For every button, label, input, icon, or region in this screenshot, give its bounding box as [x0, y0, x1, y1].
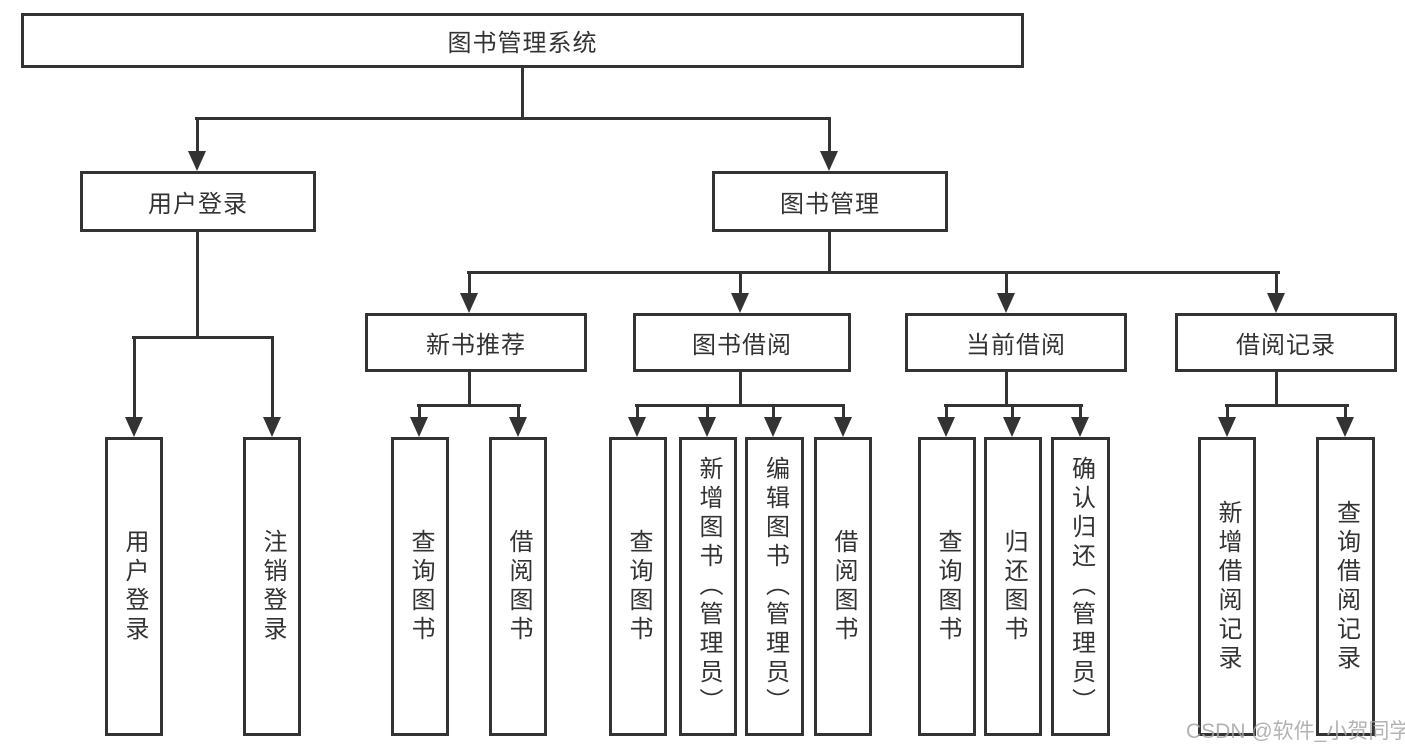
connector-vline: [517, 404, 520, 419]
connector-vline: [1011, 404, 1014, 419]
node-label: 查询图书: [407, 528, 434, 645]
node-user-login: 用户登录: [80, 171, 316, 232]
connector-vline: [1005, 370, 1008, 406]
node-borrowing-records: 借阅记录: [1175, 313, 1397, 372]
connector-vline: [706, 404, 709, 419]
arrow-down-icon: [410, 417, 428, 437]
leaf-current-return-books: 归还图书: [984, 437, 1042, 736]
node-label: 图书借阅: [692, 332, 792, 359]
watermark: CSDN @软件_小贺同学: [1186, 720, 1405, 743]
arrow-down-icon: [1003, 417, 1021, 437]
connector-vline: [271, 336, 274, 418]
node-label: 查询借阅记录: [1332, 499, 1360, 674]
arrow-down-icon: [1267, 293, 1285, 313]
connector-hline: [1225, 404, 1349, 407]
connector-vline: [1079, 404, 1082, 419]
connector-vline: [1275, 271, 1278, 295]
leaf-current-confirm-return-admin: 确认归还（管理员）: [1051, 437, 1110, 736]
arrow-down-icon: [1336, 417, 1354, 437]
connector-vline: [418, 404, 421, 419]
node-label: 借阅图书: [830, 528, 857, 645]
node-current-borrowing: 当前借阅: [905, 313, 1127, 372]
connector-vline: [196, 117, 199, 152]
connector-vline: [828, 117, 831, 152]
connector-vline: [133, 336, 136, 418]
leaf-records-query-borrow-record: 查询借阅记录: [1316, 437, 1375, 736]
connector-vline: [739, 271, 742, 295]
connector-vline: [636, 404, 639, 419]
arrow-down-icon: [698, 417, 716, 437]
node-book-borrowing: 图书借阅: [633, 313, 851, 372]
leaf-user-login: 用户登录: [105, 437, 163, 736]
arrow-down-icon: [460, 293, 478, 313]
node-label: 查询图书: [625, 528, 652, 645]
node-label: 借阅记录: [1236, 332, 1336, 359]
connector-vline: [1344, 404, 1347, 419]
node-book-management: 图书管理: [712, 171, 948, 232]
leaf-logout: 注销登录: [243, 437, 301, 736]
node-label: 新书推荐: [426, 332, 526, 359]
node-label: 注销登录: [259, 528, 286, 645]
connector-vline: [1226, 404, 1229, 419]
leaf-records-add-borrow-record: 新增借阅记录: [1198, 437, 1256, 736]
connector-hline: [417, 404, 521, 407]
arrow-down-icon: [764, 417, 782, 437]
arrow-down-icon: [628, 417, 646, 437]
node-new-book-recommend: 新书推荐: [365, 313, 587, 372]
connector-vline: [842, 404, 845, 419]
connector-hline: [195, 117, 831, 120]
arrow-down-icon: [263, 417, 281, 437]
node-label: 用户登录: [148, 191, 248, 218]
node-label: 查询图书: [934, 528, 961, 645]
arrow-down-icon: [188, 151, 206, 171]
connector-vline: [468, 370, 471, 406]
node-label: 新增借阅记录: [1214, 499, 1241, 674]
leaf-newbook-query-books: 查询图书: [391, 437, 449, 736]
connector-vline: [945, 404, 948, 419]
connector-vline: [739, 370, 742, 406]
node-label: 当前借阅: [966, 332, 1066, 359]
arrow-down-icon: [1218, 417, 1236, 437]
connector-vline: [1005, 271, 1008, 295]
arrow-down-icon: [125, 417, 143, 437]
arrow-down-icon: [937, 417, 955, 437]
leaf-newbook-borrow-books: 借阅图书: [489, 437, 547, 736]
arrow-down-icon: [1071, 417, 1089, 437]
node-label: 编辑图书（管理员）: [761, 456, 789, 717]
arrow-down-icon: [509, 417, 527, 437]
node-label: 图书管理系统: [447, 30, 598, 57]
connector-vline: [828, 230, 831, 273]
connector-vline: [521, 68, 524, 118]
connector-vline: [772, 404, 775, 419]
connector-hline: [635, 404, 845, 407]
node-root-system: 图书管理系统: [21, 13, 1024, 68]
node-label: 归还图书: [1000, 528, 1027, 645]
connector-vline: [1275, 370, 1278, 406]
leaf-current-query-books: 查询图书: [918, 437, 976, 736]
arrow-down-icon: [997, 293, 1015, 313]
leaf-borrowing-add-books-admin: 新增图书（管理员）: [679, 437, 737, 736]
connector-hline: [132, 336, 274, 339]
node-label: 借阅图书: [505, 528, 532, 645]
node-label: 确认归还（管理员）: [1067, 456, 1095, 717]
node-label: 用户登录: [121, 528, 148, 645]
connector-hline: [467, 271, 1280, 274]
leaf-borrowing-edit-books-admin: 编辑图书（管理员）: [745, 437, 804, 736]
node-label: 图书管理: [780, 191, 880, 218]
arrow-down-icon: [820, 151, 838, 171]
arrow-down-icon: [731, 293, 749, 313]
connector-vline: [468, 271, 471, 295]
connector-vline: [196, 230, 199, 337]
arrow-down-icon: [834, 417, 852, 437]
node-label: 新增图书（管理员）: [695, 456, 722, 717]
leaf-borrowing-borrow-books: 借阅图书: [814, 437, 872, 736]
leaf-borrowing-query-books: 查询图书: [609, 437, 667, 736]
